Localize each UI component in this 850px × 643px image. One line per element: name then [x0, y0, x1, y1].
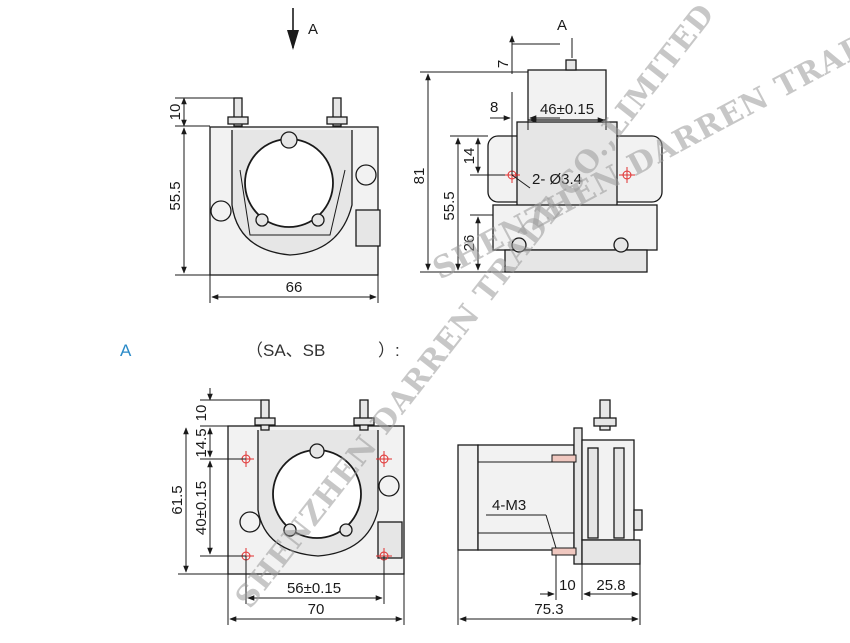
dim-7: 7: [495, 60, 512, 68]
front-view-top: A 10 55.5 66: [167, 8, 381, 303]
dim-55-5-left: 55.5: [167, 181, 184, 210]
dim-55-5-right: 55.5: [441, 191, 458, 220]
dim-70: 70: [308, 601, 325, 618]
dim-61-5: 61.5: [169, 485, 186, 514]
dim-46: 46±0.15: [540, 101, 594, 118]
caption-suffix: （SA、SB: [246, 341, 325, 360]
dim-10-bottom: 10: [193, 405, 210, 422]
dim-8: 8: [490, 99, 498, 116]
clamp-knob-left: [210, 200, 232, 222]
view-arrow-icon: [287, 8, 299, 50]
dim-40: 40±0.15: [193, 481, 210, 535]
view-label-a-top: A: [557, 17, 567, 34]
dim-66: 66: [286, 279, 303, 296]
tube-fitting-left: [233, 97, 243, 127]
side-view-bottom: 4-M3 10 25.8 75.3: [457, 399, 643, 625]
view-label-a: A: [308, 21, 318, 38]
caption-prefix: A: [120, 341, 132, 360]
caption-end: ）:: [378, 341, 400, 360]
dim-14: 14: [461, 148, 478, 165]
tube-fitting-right: [332, 97, 342, 127]
dim-hole: 2- Ø3.4: [532, 171, 582, 188]
mounting-bracket: [573, 427, 583, 565]
dim-10-side: 10: [559, 577, 576, 594]
motor-end-cap: [457, 444, 479, 551]
dim-10-top: 10: [167, 104, 184, 121]
dim-56: 56±0.15: [287, 580, 341, 597]
dim-81: 81: [411, 168, 428, 185]
dim-26: 26: [461, 235, 478, 252]
dim-75-3: 75.3: [534, 601, 563, 618]
front-view-bottom: 10 14.5 40±0.15 61.5 56±0.15 70: [169, 388, 405, 625]
dim-25-8: 25.8: [596, 577, 625, 594]
dim-m3: 4-M3: [492, 497, 526, 514]
base: [504, 249, 648, 273]
side-view-top: A 7 2- Ø3.4 8 46±0.: [411, 17, 663, 273]
caption-line: A （SA、SB ）:: [120, 341, 400, 360]
clamp-knob-right: [355, 164, 377, 186]
dim-14-5: 14.5: [193, 428, 210, 457]
